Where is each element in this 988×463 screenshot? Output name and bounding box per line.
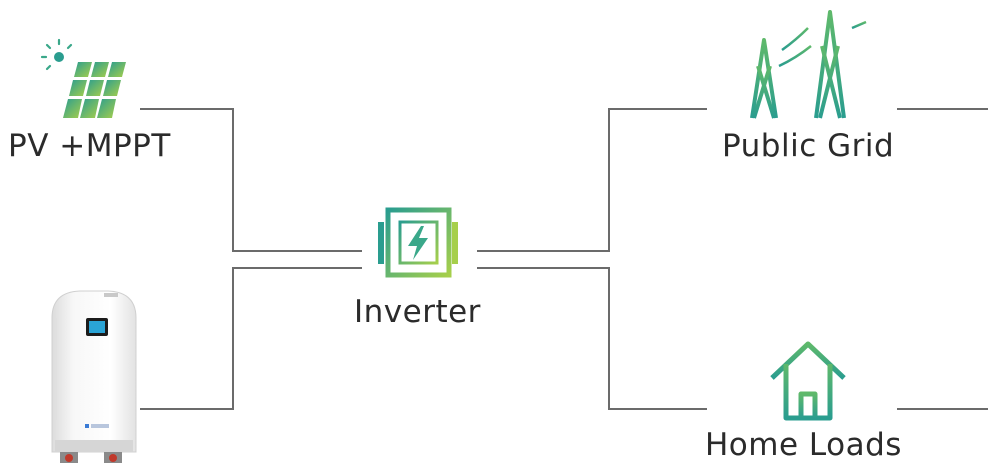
solar-panel-icon — [40, 38, 126, 118]
inverter-icon — [378, 207, 458, 278]
line-pv-inverter — [140, 108, 362, 252]
line-inverter-home — [477, 267, 707, 410]
line-battery-inverter — [140, 267, 362, 410]
battery-unit-image — [51, 290, 137, 463]
public-grid-label: Public Grid — [722, 128, 895, 164]
home-loads-label: Home Loads — [705, 427, 902, 463]
power-tower-icon — [746, 10, 867, 119]
line-inverter-grid — [477, 108, 707, 252]
house-icon — [770, 341, 846, 421]
connection-lines — [140, 108, 988, 410]
pv-mppt-label: PV +MPPT — [8, 128, 171, 164]
inverter-label: Inverter — [354, 294, 481, 330]
